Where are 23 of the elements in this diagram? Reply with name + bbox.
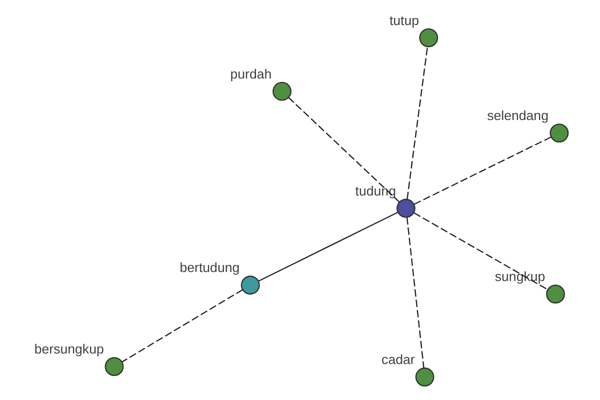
- node-label: sungkup: [494, 269, 545, 284]
- node-label: tudung: [354, 183, 396, 198]
- connector: [413, 136, 551, 205]
- connector: [413, 212, 548, 290]
- node-circle: [272, 82, 291, 101]
- node-label: selendang: [486, 108, 548, 124]
- node-circle: [104, 357, 124, 376]
- node-circle: [418, 28, 438, 48]
- node-circle: [396, 198, 415, 218]
- node-label: cadar: [381, 352, 414, 367]
- node-circle: [414, 368, 434, 386]
- node-label: purdah: [230, 66, 272, 82]
- node-label: bertudung: [179, 260, 240, 276]
- connector: [406, 46, 428, 200]
- connector: [288, 97, 400, 202]
- node-circle: [549, 124, 568, 143]
- connector: [258, 212, 398, 282]
- node-circle: [240, 276, 260, 295]
- node-label: bersungkup: [34, 342, 104, 357]
- node-circle: [546, 284, 564, 304]
- node-label: tutup: [388, 12, 419, 28]
- connector: [406, 217, 424, 368]
- connector: [121, 289, 242, 362]
